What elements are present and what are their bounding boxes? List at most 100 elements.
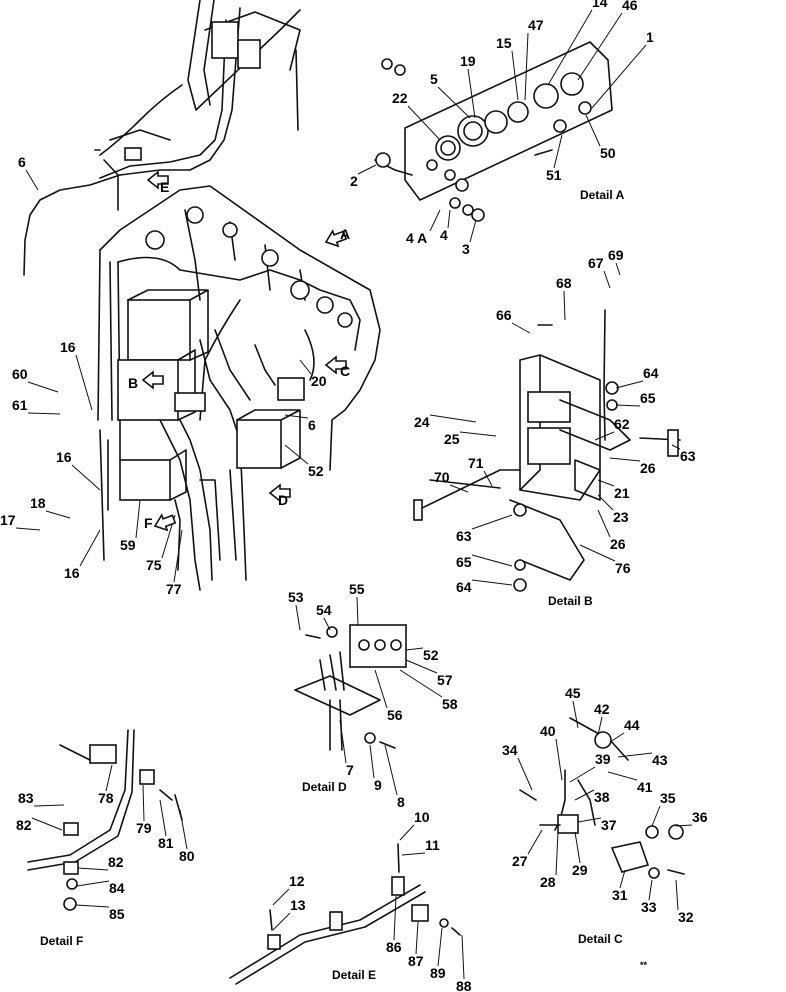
callout-36: 36 <box>675 809 708 827</box>
part-number-label: 16 <box>56 449 72 465</box>
leader-line <box>75 354 93 411</box>
detail-c-caption: Detail C <box>578 932 623 946</box>
part-number-label: 18 <box>30 495 46 511</box>
leader-line <box>77 867 109 871</box>
callout-83: 83 <box>18 790 65 807</box>
leader-line <box>459 431 497 437</box>
leader-line <box>437 927 443 967</box>
view-arrow-label: A <box>340 226 350 242</box>
callout-21: 21 <box>597 479 630 501</box>
leader-line <box>461 934 465 980</box>
part-number-label: 16 <box>64 565 80 581</box>
part-number-label: 58 <box>442 696 458 712</box>
part-number-label: 4 <box>440 227 448 243</box>
view-arrow-b: B <box>128 370 164 391</box>
callout-24: 24 <box>414 414 477 430</box>
detail-f-caption: Detail F <box>40 934 83 948</box>
leader-line <box>511 322 531 334</box>
arrow-icon <box>268 483 291 503</box>
leader-line <box>591 44 647 109</box>
part-number-label: 41 <box>637 779 653 795</box>
leader-line <box>71 464 101 491</box>
main-panel-drawing <box>97 185 381 591</box>
part-number-label: 87 <box>408 953 424 969</box>
leader-line <box>27 381 59 393</box>
part-number-label: 45 <box>565 685 581 701</box>
leader-line <box>272 888 290 906</box>
part-number-label: 82 <box>16 817 32 833</box>
leader-line <box>429 414 477 423</box>
leader-line <box>299 359 312 375</box>
part-number-label: 25 <box>444 431 460 447</box>
part-number-label: 53 <box>288 589 304 605</box>
detail-b-drawing <box>413 309 681 592</box>
part-number-label: 22 <box>392 90 408 106</box>
callout-44: 44 <box>609 717 640 743</box>
leader-line <box>399 669 443 698</box>
part-number-label: 84 <box>109 880 125 896</box>
callout-47: 47 <box>524 17 544 101</box>
part-number-label: 63 <box>456 528 472 544</box>
leader-line <box>384 744 398 796</box>
callout-4a: 4 A <box>406 209 441 246</box>
callout-56: 56 <box>374 669 403 723</box>
part-number-label: 28 <box>540 874 556 890</box>
part-number-label: 83 <box>18 790 34 806</box>
leader-line <box>553 134 563 169</box>
callout-52b: 52 <box>405 647 439 663</box>
leader-line <box>27 412 61 415</box>
callout-15: 15 <box>496 35 519 101</box>
leader-line <box>471 579 513 586</box>
view-arrow-a: A <box>324 226 350 248</box>
leader-line <box>597 494 614 511</box>
callout-80: 80 <box>179 809 195 864</box>
leader-line <box>471 554 513 567</box>
part-number-label: 52 <box>423 647 439 663</box>
part-number-label: 89 <box>430 965 446 981</box>
part-number-label: 43 <box>652 752 668 768</box>
callout-82b: 82 <box>77 854 124 871</box>
part-number-label: 62 <box>614 416 630 432</box>
leader-line <box>651 805 661 827</box>
corner-mark: ** <box>640 960 648 970</box>
leader-line <box>574 789 595 801</box>
part-number-label: 64 <box>456 579 472 595</box>
arrow-icon <box>324 229 348 248</box>
part-number-label: 6 <box>18 154 26 170</box>
part-number-label: 44 <box>624 717 640 733</box>
leader-line <box>675 824 693 827</box>
part-number-label: 33 <box>641 899 657 915</box>
leader-line <box>572 700 579 729</box>
callout-38: 38 <box>574 789 610 805</box>
arrow-icon <box>146 170 169 190</box>
callout-65b: 65 <box>456 554 513 570</box>
detail-e-drawing <box>229 843 461 985</box>
callout-2: 2 <box>350 164 377 189</box>
part-number-label: 12 <box>289 873 305 889</box>
part-number-label: 46 <box>622 0 638 13</box>
leader-line <box>31 817 63 831</box>
part-number-label: 16 <box>60 339 76 355</box>
part-number-label: 82 <box>108 854 124 870</box>
part-number-label: 63 <box>680 448 696 464</box>
part-number-label: 57 <box>437 672 453 688</box>
part-number-label: 40 <box>540 723 556 739</box>
leader-line <box>76 880 110 887</box>
callout-54: 54 <box>316 602 332 631</box>
part-number-label: 85 <box>109 906 125 922</box>
callout-63a: 63 <box>671 444 696 464</box>
leader-line <box>45 510 71 519</box>
callout-16c: 16 <box>64 529 101 581</box>
leader-line <box>471 514 513 530</box>
callout-46: 46 <box>577 0 638 81</box>
leader-line <box>339 719 347 764</box>
part-number-label: 38 <box>594 789 610 805</box>
callout-33: 33 <box>641 879 657 915</box>
callout-29: 29 <box>572 831 588 878</box>
leader-line <box>284 444 309 465</box>
view-arrow-label: C <box>340 363 350 379</box>
callout-1: 1 <box>591 29 654 109</box>
part-number-label: 78 <box>98 790 114 806</box>
